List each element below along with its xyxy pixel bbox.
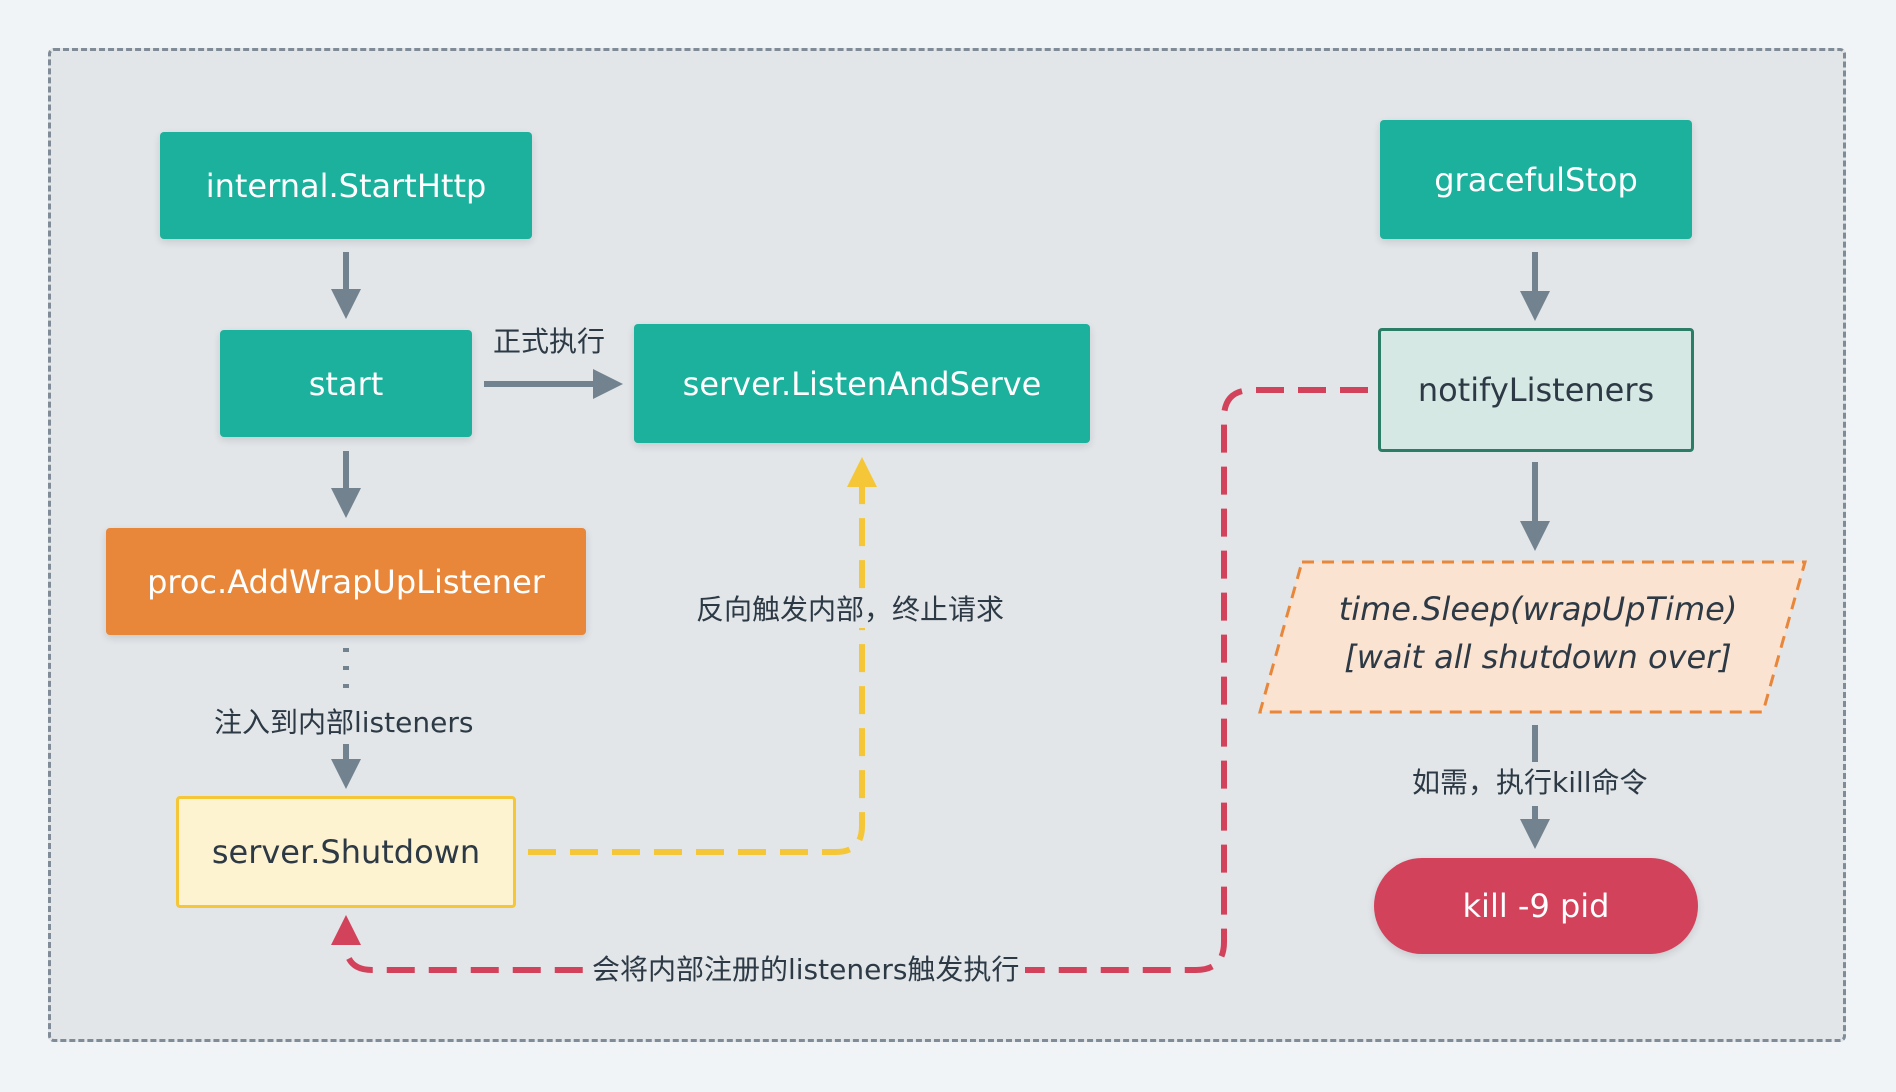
node-kill: kill -9 pid bbox=[1374, 858, 1698, 954]
node-server-shutdown: server.Shutdown bbox=[176, 796, 516, 908]
label-trigger-registered: 会将内部注册的listeners触发执行 bbox=[586, 952, 1026, 988]
node-proc-addwrapuplistener: proc.AddWrapUpListener bbox=[106, 528, 586, 635]
node-notifylisteners: notifyListeners bbox=[1378, 328, 1694, 452]
edge-shutdown-to-listenandserve bbox=[528, 457, 877, 855]
node-gracefulstop: gracefulStop bbox=[1380, 120, 1692, 239]
label-inject-listeners: 注入到内部listeners bbox=[214, 705, 474, 741]
node-internal-starthttp: internal.StartHttp bbox=[160, 132, 532, 239]
label-formal-execute: 正式执行 bbox=[493, 324, 606, 360]
node-time-sleep-text: time.Sleep(wrapUpTime) [wait all shutdow… bbox=[1338, 590, 1738, 676]
node-start: start bbox=[220, 330, 472, 437]
label-kill-if-needed: 如需，执行kill命令 bbox=[1412, 765, 1648, 801]
time-sleep-shape bbox=[1258, 560, 1807, 714]
label-reverse-trigger: 反向触发内部，终止请求 bbox=[696, 592, 1005, 628]
node-server-listenandserve: server.ListenAndServe bbox=[634, 324, 1090, 443]
edge-notify-to-shutdown bbox=[331, 387, 1368, 973]
